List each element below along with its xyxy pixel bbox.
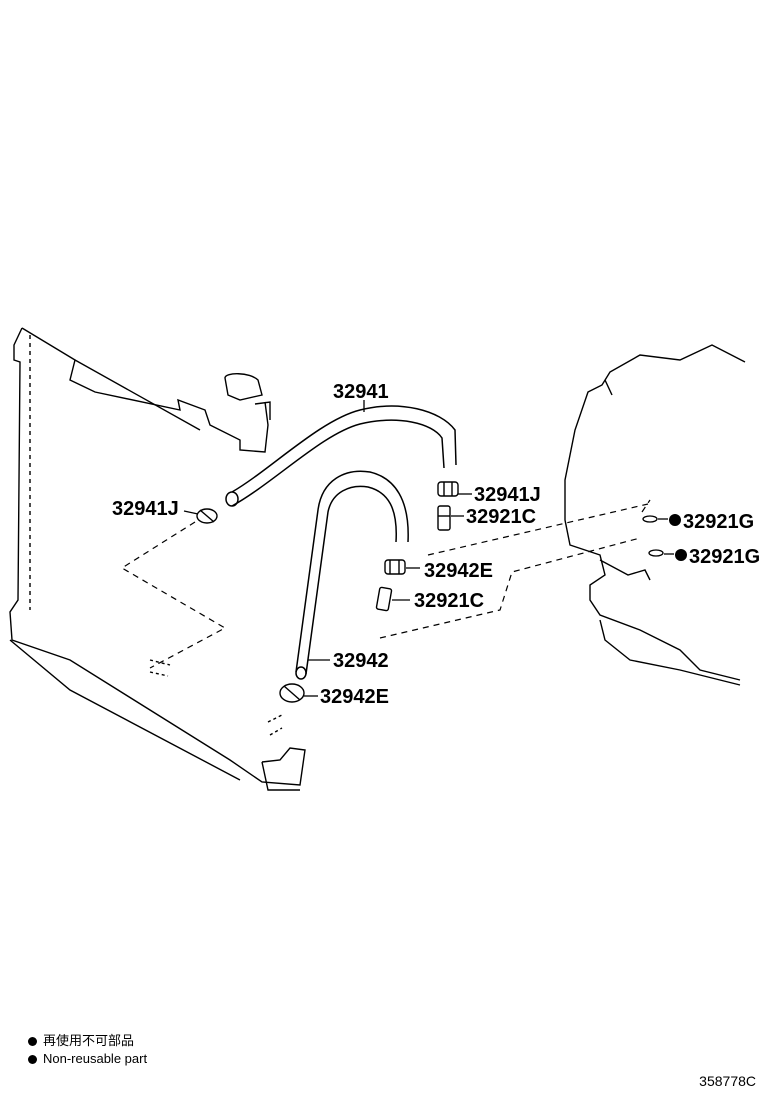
clamp-32942E-left [279, 683, 305, 703]
hose-32942 [295, 470, 409, 680]
legend-row-english: Non-reusable part [28, 1050, 147, 1068]
radiator-outline [9, 327, 306, 791]
legend-dot [28, 1036, 37, 1046]
label-32942: 32942 [333, 650, 389, 672]
non-reusable-dot-upper [669, 514, 681, 526]
union-32921C-upper [437, 505, 451, 531]
legend-row-japanese: 再使用不可部品 [28, 1032, 147, 1050]
label-32921G-upper: 32921G [683, 511, 754, 533]
label-32942E-left: 32942E [320, 686, 389, 708]
leader-lines [120, 499, 651, 669]
label-32941: 32941 [333, 381, 389, 403]
legend: 再使用不可部品 Non-reusable part [28, 1032, 147, 1068]
label-32921G-lower: 32921G [689, 546, 760, 568]
clamp-32941J-left [196, 508, 218, 524]
label-32941J-left: 32941J [112, 498, 179, 520]
legend-text-japanese: 再使用不可部品 [43, 1033, 135, 1048]
legend-dot [28, 1054, 37, 1064]
union-32921C-lower [375, 586, 393, 612]
label-32921C-upper: 32921C [466, 506, 536, 528]
hose-32941 [225, 405, 457, 507]
gasket-32921G-upper [642, 515, 658, 523]
non-reusable-dot-lower [675, 549, 687, 561]
gasket-32921G-lower [648, 549, 664, 557]
label-leaders [183, 400, 674, 697]
transmission-outline [564, 344, 746, 686]
label-32921C-lower: 32921C [414, 590, 484, 612]
clamp-32941J-right [437, 481, 459, 497]
label-32941J-right: 32941J [474, 484, 541, 506]
label-32942E-right: 32942E [424, 560, 493, 582]
clamp-32942E-right [384, 559, 406, 575]
reference-code: 358778C [699, 1073, 756, 1089]
legend-text-english: Non-reusable part [43, 1051, 148, 1066]
